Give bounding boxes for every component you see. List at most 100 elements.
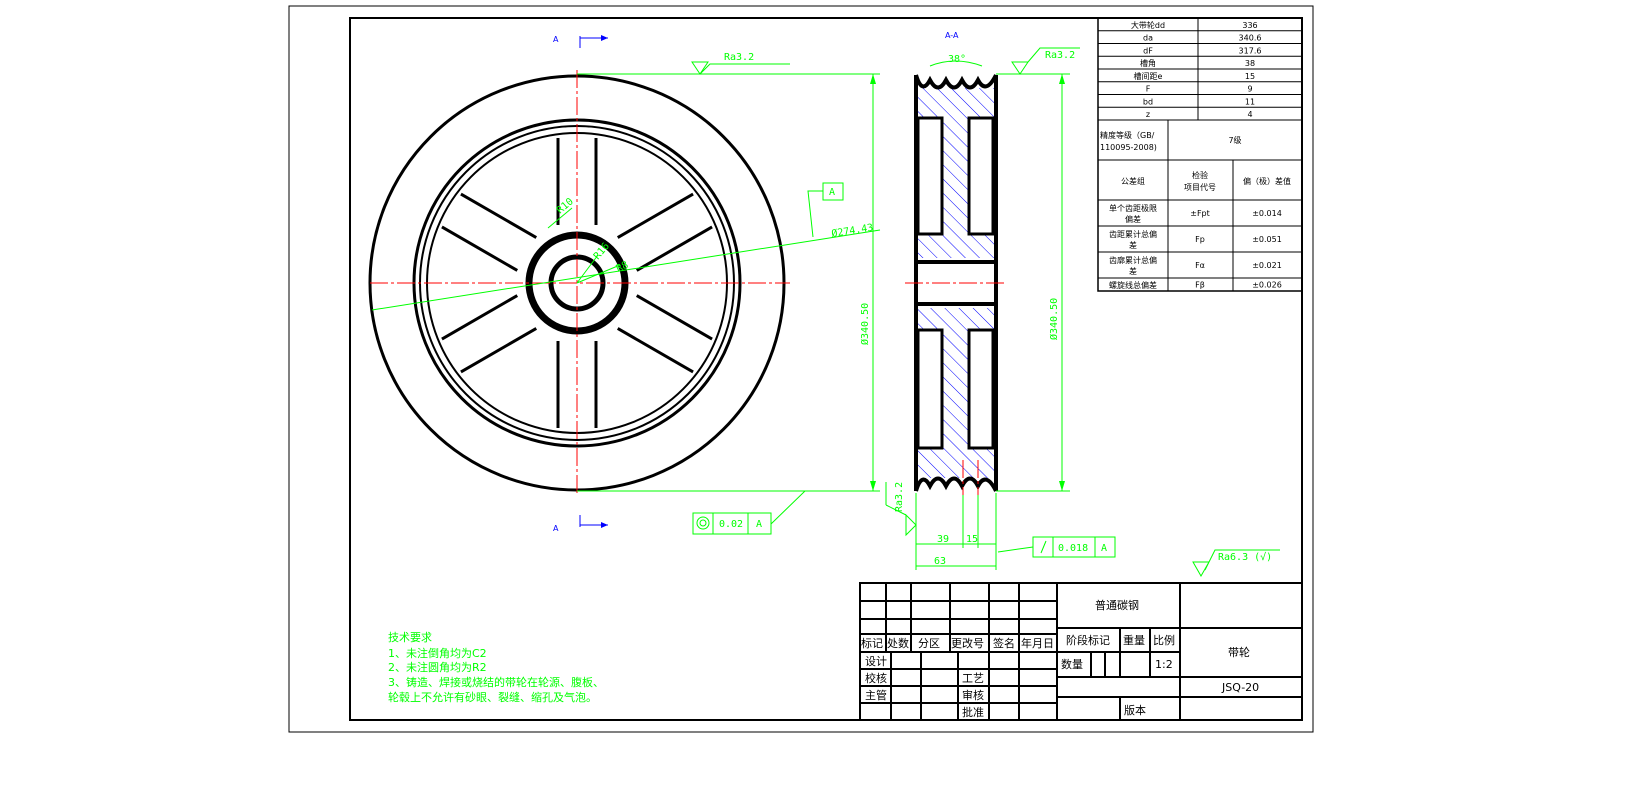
dimension-63: 63 xyxy=(934,556,946,567)
sheet-border xyxy=(288,5,1314,733)
param-label: 槽角 xyxy=(1140,58,1156,68)
approve-label: 批准 xyxy=(962,705,984,719)
param-value: 11 xyxy=(1245,97,1255,106)
param-value: 15 xyxy=(1245,72,1255,81)
precision-label: 110095-2008) xyxy=(1100,143,1157,152)
tolerance-value: ±0.021 xyxy=(1252,261,1282,270)
precision-label: 精度等级（GB/ xyxy=(1100,130,1155,140)
tolerance-value: ±0.014 xyxy=(1252,209,1282,218)
tolerance-name: 差 xyxy=(1129,240,1137,250)
spoke-edge xyxy=(441,225,519,272)
precision-value: 7级 xyxy=(1228,135,1241,145)
runout-icon xyxy=(997,537,1096,557)
tolerance-code: Fβ xyxy=(1195,281,1205,290)
tolerance-name: 螺旋线总偏差 xyxy=(1109,280,1157,290)
front-view xyxy=(368,70,790,495)
tech-req-item: 轮毂上不允许有砂眼、裂缝、缩孔及气泡。 xyxy=(388,690,597,704)
tolerance-group-header: 公差组 xyxy=(1121,176,1145,186)
design-label: 设计 xyxy=(865,655,887,668)
process-label: 工艺 xyxy=(962,672,984,685)
tech-req-title: 技术要求 xyxy=(388,631,432,644)
spoke-edge xyxy=(460,192,538,239)
review-label: 审核 xyxy=(962,688,984,702)
param-label: da xyxy=(1143,34,1153,43)
groove-angle-dim: 38° xyxy=(948,54,966,65)
parameter-table: 大带轮dd 336 da 340.6 dF 317.6 槽角 38 槽间距e 15F 9 bd 11 z 4… xyxy=(1097,17,1303,292)
dimension-39: 39 xyxy=(937,534,949,545)
param-value: 317.6 xyxy=(1239,46,1262,55)
side-view-dimensions: Ø340.50 38° Ra3.2 Ra3.2 39 15 63 0.018 A xyxy=(885,47,1116,570)
param-label: 槽间距e xyxy=(1134,71,1163,81)
param-label: 大带轮dd xyxy=(1131,20,1165,30)
outer-diameter-dim: Ø340.50 xyxy=(1048,298,1060,340)
tolerance-header: 偏（极）差值 xyxy=(1243,176,1291,186)
param-value: 38 xyxy=(1245,59,1255,68)
section-label: A xyxy=(553,524,559,533)
section-marker-bottom: A xyxy=(553,515,608,533)
tolerance-name: 差 xyxy=(1129,266,1137,276)
param-value: 9 xyxy=(1247,85,1252,94)
version-label: 版本 xyxy=(1124,703,1146,717)
tolerance-code: ±Fpt xyxy=(1190,209,1210,218)
tolerance-code: Fα xyxy=(1195,261,1205,270)
section-marker-top: A xyxy=(553,35,608,48)
material: 普通碳钢 xyxy=(1095,598,1139,612)
param-value: 336 xyxy=(1242,21,1257,30)
quantity-label: 数量 xyxy=(1061,658,1083,671)
param-label: bd xyxy=(1143,97,1153,106)
datum-ref: A xyxy=(756,519,762,530)
header-mark: 标记 xyxy=(861,636,883,650)
param-value: 340.6 xyxy=(1239,34,1262,43)
header-date: 年月日 xyxy=(1021,636,1054,650)
tech-req-item: 2、未注圆角均为R2 xyxy=(388,660,487,674)
radius-dim: R8 xyxy=(615,260,631,275)
runout-frame: 0.018 A xyxy=(997,536,1116,558)
section-label: A xyxy=(553,35,559,44)
concentricity-frame: 0.02 A xyxy=(692,490,806,535)
roughness-label: Ra3.2 xyxy=(1045,50,1075,61)
tolerance-name: 单个齿距极限 xyxy=(1109,203,1157,213)
section-title: A-A xyxy=(945,31,959,40)
datum-label: A xyxy=(829,187,835,198)
param-label: F xyxy=(1146,85,1151,94)
header-sign: 签名 xyxy=(993,636,1015,650)
spoke-edge xyxy=(635,294,713,341)
tolerance-value: 0.02 xyxy=(719,519,743,530)
spoke-edge xyxy=(460,327,538,374)
dimension-15: 15 xyxy=(966,534,978,545)
tolerance-name: 齿距累计总偏 xyxy=(1109,229,1157,239)
pitch-diameter-dim: Ø274.43 xyxy=(831,222,875,240)
header-count: 处数 xyxy=(887,637,909,650)
code-header: 项目代号 xyxy=(1184,182,1216,192)
stage-mark-label: 阶段标记 xyxy=(1066,633,1110,647)
param-value: 4 xyxy=(1247,110,1252,119)
part-name: 带轮 xyxy=(1228,645,1250,659)
tolerance-value: ±0.051 xyxy=(1252,235,1282,244)
tolerance-value: ±0.026 xyxy=(1252,281,1282,290)
technical-requirements: 技术要求 1、未注倒角均为C2 2、未注圆角均为R2 3、铸造、焊接或烧结的带轮… xyxy=(388,631,604,704)
scale-label: 比例 xyxy=(1153,633,1175,647)
header-change-no: 更改号 xyxy=(951,636,984,650)
roughness-label: Ra6.3 (√) xyxy=(1218,551,1272,563)
roughness-label: Ra3.2 xyxy=(724,52,754,63)
spoke-edge xyxy=(616,192,694,239)
header-zone: 分区 xyxy=(918,637,940,650)
roughness-label: Ra3.2 xyxy=(894,482,905,512)
tolerance-value: 0.018 xyxy=(1058,543,1088,554)
check-label: 校核 xyxy=(865,671,887,685)
spoke-edge xyxy=(616,327,694,374)
weight-label: 重量 xyxy=(1123,633,1145,647)
supervisor-label: 主管 xyxy=(865,688,887,702)
drawing-number: JSQ-20 xyxy=(1221,681,1259,694)
code-header: 检验 xyxy=(1192,170,1208,180)
title-block: 标记 处数 分区 更改号 签名 年月日 设计 校核 工艺 主管 审核 批准 普通… xyxy=(859,582,1303,721)
datum-ref: A xyxy=(1101,543,1107,554)
scale-value: 1:2 xyxy=(1155,658,1173,671)
side-view xyxy=(905,74,1005,495)
param-label: dF xyxy=(1143,46,1153,55)
param-label: z xyxy=(1146,110,1150,119)
tolerance-name: 偏差 xyxy=(1125,214,1141,224)
spoke-edge xyxy=(441,294,519,341)
concentricity-icon xyxy=(696,516,710,530)
